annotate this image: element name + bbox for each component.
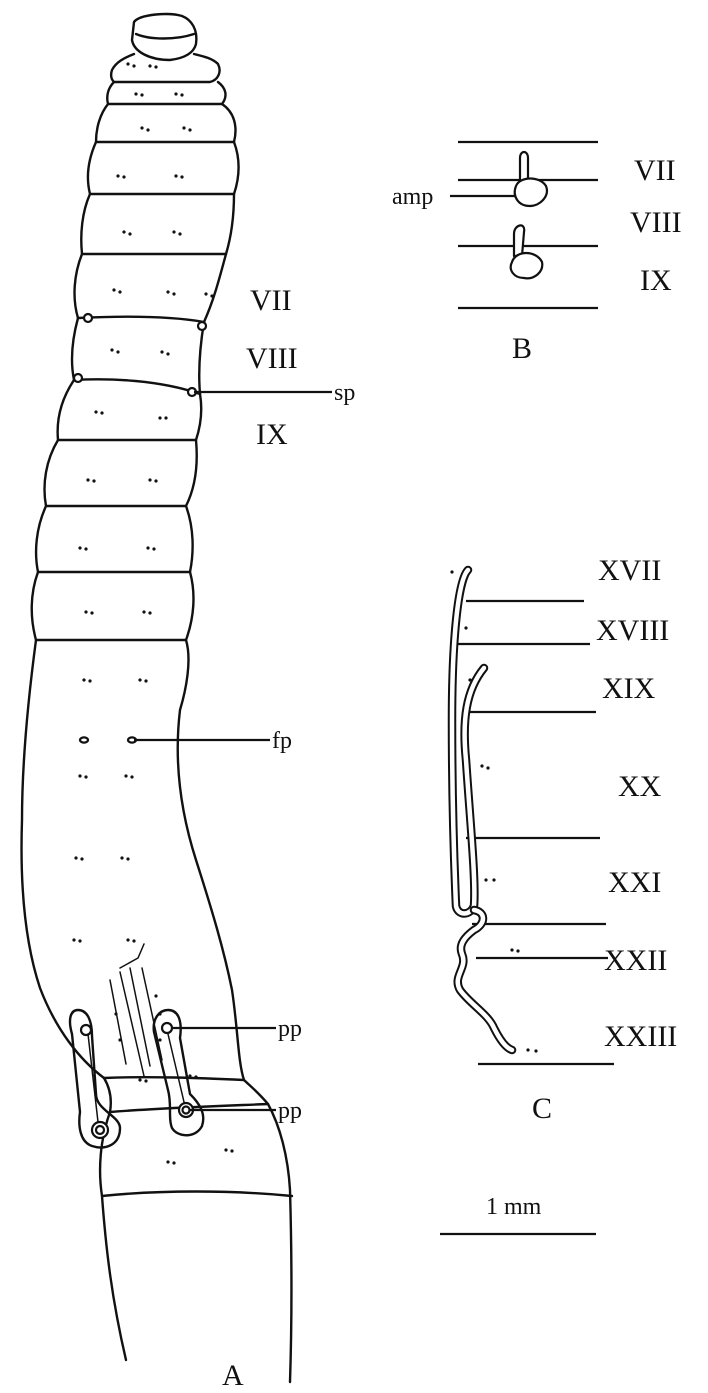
- segment-label-vii-b: VII: [634, 154, 676, 187]
- segment-label-xx: XX: [618, 770, 662, 803]
- segment-label-vii-a: VII: [250, 284, 292, 317]
- scale-bar-label: 1 mm: [486, 1194, 542, 1220]
- segment-label-ix-a: IX: [256, 418, 288, 451]
- pp-label-upper: pp: [278, 1016, 302, 1042]
- panel-label-b: B: [512, 332, 532, 365]
- segment-label-ix-b: IX: [640, 264, 672, 297]
- segment-label-viii-b: VIII: [630, 206, 682, 239]
- sp-label: sp: [334, 380, 355, 406]
- male-pore-region: [70, 944, 203, 1147]
- worm-body-outline: [22, 14, 292, 1382]
- segment-label-xix: XIX: [602, 672, 656, 705]
- segment-label-viii-a: VIII: [246, 342, 298, 375]
- panel-label-a: A: [222, 1359, 244, 1392]
- pp-label-lower: pp: [278, 1098, 302, 1124]
- fp-label: fp: [272, 728, 292, 754]
- segment-label-xvii: XVII: [598, 554, 661, 587]
- amp-label: amp: [392, 184, 433, 210]
- segment-label-xxiii: XXIII: [604, 1020, 677, 1053]
- segment-label-xviii: XVIII: [596, 614, 669, 647]
- female-pore: [80, 737, 136, 742]
- spermatheca-ampulla-lower: [511, 225, 543, 278]
- segment-label-xxii: XXII: [604, 944, 667, 977]
- setae-dots-c: [450, 570, 537, 1052]
- prostate-gland-duct: [452, 570, 512, 1050]
- setae-dots-a: [72, 62, 233, 1164]
- spermathecal-pores: [74, 314, 206, 396]
- panel-label-c: C: [532, 1092, 552, 1125]
- segment-label-xxi: XXI: [608, 866, 661, 899]
